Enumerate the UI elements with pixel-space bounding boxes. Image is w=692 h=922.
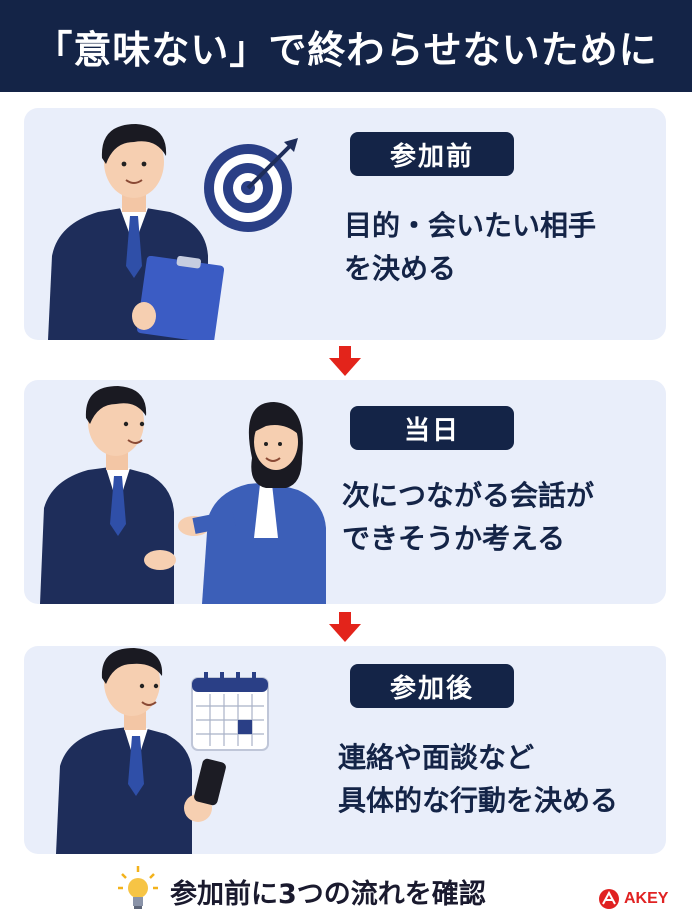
clipboard-icon	[132, 256, 224, 340]
businesswoman-illustration	[178, 402, 326, 604]
footer: 参加前に3つの流れを確認 AKEY	[0, 860, 692, 922]
step-line: 目的・会いたい相手	[344, 209, 597, 242]
page-header: 「意味ない」で終わらせないために	[0, 0, 692, 92]
step-badge-before: 参加前	[350, 132, 514, 176]
step-line: 具体的な行動を決める	[338, 784, 619, 818]
step-card-after: 参加後 連絡や面談など 具体的な行動を決める	[24, 646, 666, 854]
businessman-talking-illustration	[40, 386, 176, 604]
businessman-phone-illustration	[56, 648, 192, 854]
step-line: できそうか考える	[342, 522, 566, 556]
step-line: 連絡や面談など	[338, 741, 535, 774]
step-description-day: 次につながる会話が できそうか考える	[342, 474, 594, 561]
akey-logo: AKEY	[598, 888, 668, 910]
target-icon	[204, 138, 298, 232]
step-description-before: 目的・会いたい相手 を決める	[344, 204, 596, 291]
step-card-before: 参加前 目的・会いたい相手 を決める	[24, 108, 666, 340]
footer-caption: 参加前に3つの流れを確認	[170, 879, 486, 910]
smartphone-icon	[184, 758, 226, 822]
step-line: 次につながる会話が	[342, 479, 595, 512]
step-badge-after: 参加後	[350, 664, 514, 708]
step-card-day: 当日 次につながる会話が できそうか考える	[24, 380, 666, 604]
step-description-after: 連絡や面談など 具体的な行動を決める	[338, 736, 618, 823]
step-badge-day: 当日	[350, 406, 514, 450]
arrow-down-icon	[329, 346, 361, 376]
logo-text: AKEY	[624, 890, 669, 907]
page-title: 「意味ない」で終わらせないために	[34, 27, 658, 72]
step-line: を決める	[344, 252, 457, 286]
calendar-icon	[191, 672, 269, 751]
arrow-down-icon	[329, 612, 361, 642]
akey-logo-icon	[599, 889, 619, 909]
lightbulb-icon	[118, 866, 158, 909]
